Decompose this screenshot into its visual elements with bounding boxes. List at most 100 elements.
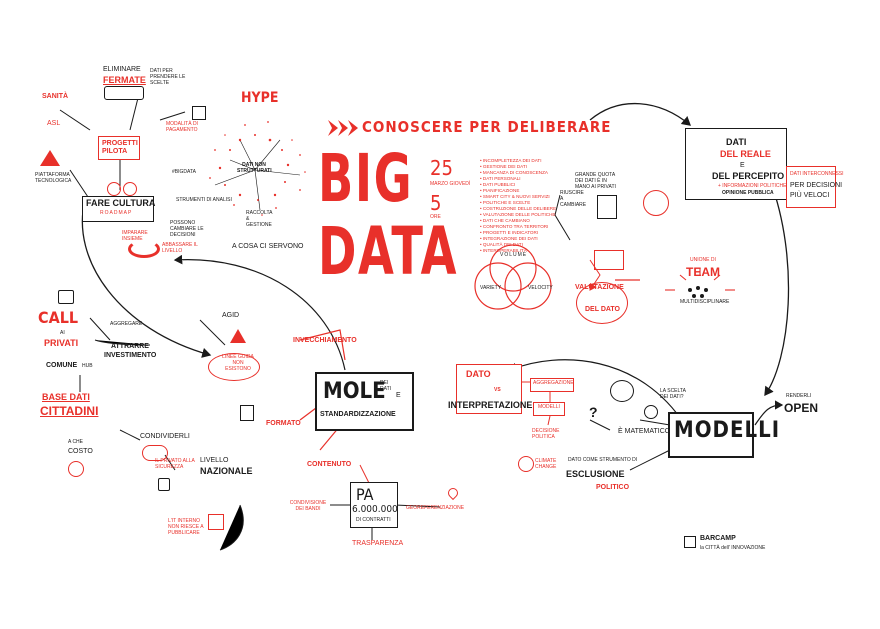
livello-label: LIVELLO [200,457,229,464]
list-item: • INTEROPERABILITÀ [480,248,527,253]
attrarre-label: ATTRARRE [111,343,149,350]
files-icon [208,514,224,530]
renderli-label: RENDERLI [786,393,812,399]
aggregazione-label: AGGREGAZIONE [533,380,574,386]
list-item: • DATI PUBBLICI [480,182,516,187]
globe-icon [518,456,534,472]
factory-icon [597,195,617,219]
team-people [688,286,708,298]
vs-label: VS [494,387,501,393]
informazioni-label: + INFORMAZIONI POLITICHE [718,183,787,189]
del-reale-label: DEL REALE [720,149,771,159]
decisione-label: DECISIONE POLITICA [532,428,560,440]
question-icon: ? [589,404,598,420]
piattaforma-label: PIATTAFORMA TECNOLOGICA [35,172,72,184]
la-scelta-label: LA SCELTA DEI DATI? [660,388,686,400]
list-item: • PIANIFICAZIONE [480,188,520,193]
cycle-arrows-icon [128,240,160,258]
strumenti-label: STRUMENTI DI ANALISI [176,197,232,203]
venn-velocity: VELOCITY [528,285,553,291]
subtitle: CONOSCERE PER DELIBERARE [362,118,612,136]
modelli-small-label: MODELLI [538,404,560,410]
list-item: • INTEGRAZIONE DEI DATI [480,236,538,241]
document-icon [240,405,254,421]
multi-label: MULTIDISCIPLINARE [680,299,730,305]
hub-label: HUB [82,363,93,369]
euro-coin-icon [68,461,84,477]
bigdata-hashtag: #BIGDATA [172,169,196,175]
cloud-icon [142,445,168,461]
list-item: • GESTIONE DEI DATI [480,164,527,169]
venn-diagram [474,244,552,310]
linee-guida-circle [208,353,260,381]
progetti-label: PROGETTI PILOTA [102,140,138,155]
nazionale-label: NAZIONALE [200,466,253,476]
fermate-label: FERMATE [103,75,146,85]
venn-volume: VOLUME [500,252,528,258]
aggregazione-box [530,378,574,392]
barcamp-logo-icon [684,536,696,548]
pa-number: 6.000.000 [352,504,398,515]
condivisione-label: CONDIVISIONE DEI BANDI [289,500,327,512]
dati-reale-box [685,128,787,200]
e-connector: E [396,392,401,399]
brain-icon [610,380,634,402]
list-item: • DATI PERSONALI [480,176,521,181]
venn-variety: VARIETY [480,285,502,291]
standard-label: STANDARDIZZAZIONE [320,411,396,418]
list-item: • POLITICHE E SCELTE [480,200,531,205]
imparare-label: IMPARARE INSIEME [122,230,148,242]
climate-label: CLIMATE CHANGE [535,458,557,470]
e-label: E [740,162,745,169]
raccolta-label: RACCOLTA & GESTIONE [246,210,273,228]
georef-label: GEOREFERENZIAZIONE [406,505,465,511]
opinione-label: OPINIONE PUBBLICA [722,190,774,196]
title-data: DATA [318,213,458,290]
interconnessi-box [786,166,836,208]
list-item: • INCOMPLETEZZA DEI DATI [480,158,542,163]
list-item: • VALUTAZIONE DELLE POLITICHE [480,212,556,217]
megaphone-icon [58,290,74,304]
a-cosa-label: A COSA CI SERVONO [232,243,304,250]
chevrons [328,120,358,136]
topic-list: • INCOMPLETEZZA DEI DATI • GESTIONE DEI … [480,158,556,254]
bus-icon [104,86,144,100]
date-time: 5 [430,191,442,215]
interconnessi-label: DATI INTERCONNESSI [790,171,844,177]
modelli-label: MODELLI [674,418,781,443]
dato-vs-box [456,364,522,414]
burst-dots [209,121,306,216]
unione-label: UNIONE DI [690,257,716,263]
dato-label: DATO [466,369,491,379]
privati-label: PRIVATI [44,338,79,348]
comune-label: COMUNE [46,362,78,369]
lock-icon [158,478,170,491]
skull-icon [644,405,658,419]
base-label: BASE DATI [42,392,90,402]
eliminare-label: ELIMINARE [103,66,141,73]
hype-label: HYPE [241,90,279,106]
agid-label: AGID [222,312,240,319]
per-decisioni-label: PER DECISIONI [790,182,843,189]
base-dati-box [36,392,116,418]
list-item: • COSTRUZIONE DELLE DELIBERE [480,206,557,211]
riuscire-label: RIUSCIRE A CAMBIARE [560,190,587,208]
dati-label: DATI [726,137,747,147]
barcamp-label: BARCAMP [700,535,736,542]
dati-non-strutturati: DATI NON STRUTTURATI [237,162,272,174]
ai-label: AI [60,330,65,336]
calendar-icon [192,106,206,120]
pa-label: PA [356,485,374,504]
glasses-left-icon [107,182,121,196]
date-day: 25 [430,156,453,180]
politico-label: POLITICO [596,484,630,491]
valutazione-circle [576,282,628,324]
fare-cultura-label: FARE CULTURA [86,198,156,208]
table-icon [594,250,624,270]
asl-label: ASL [47,120,61,127]
modalita-label: MODALITÀ DI PAGAMENTO [166,121,198,133]
mole-box [315,372,414,431]
list-item: • MANCANZA DI CONOSCENZA [480,170,548,175]
list-item: • CONFRONTO TRA TERRITORI [480,224,549,229]
possono-label: POSSONO CAMBIARE LE DECISIONI [170,220,204,238]
